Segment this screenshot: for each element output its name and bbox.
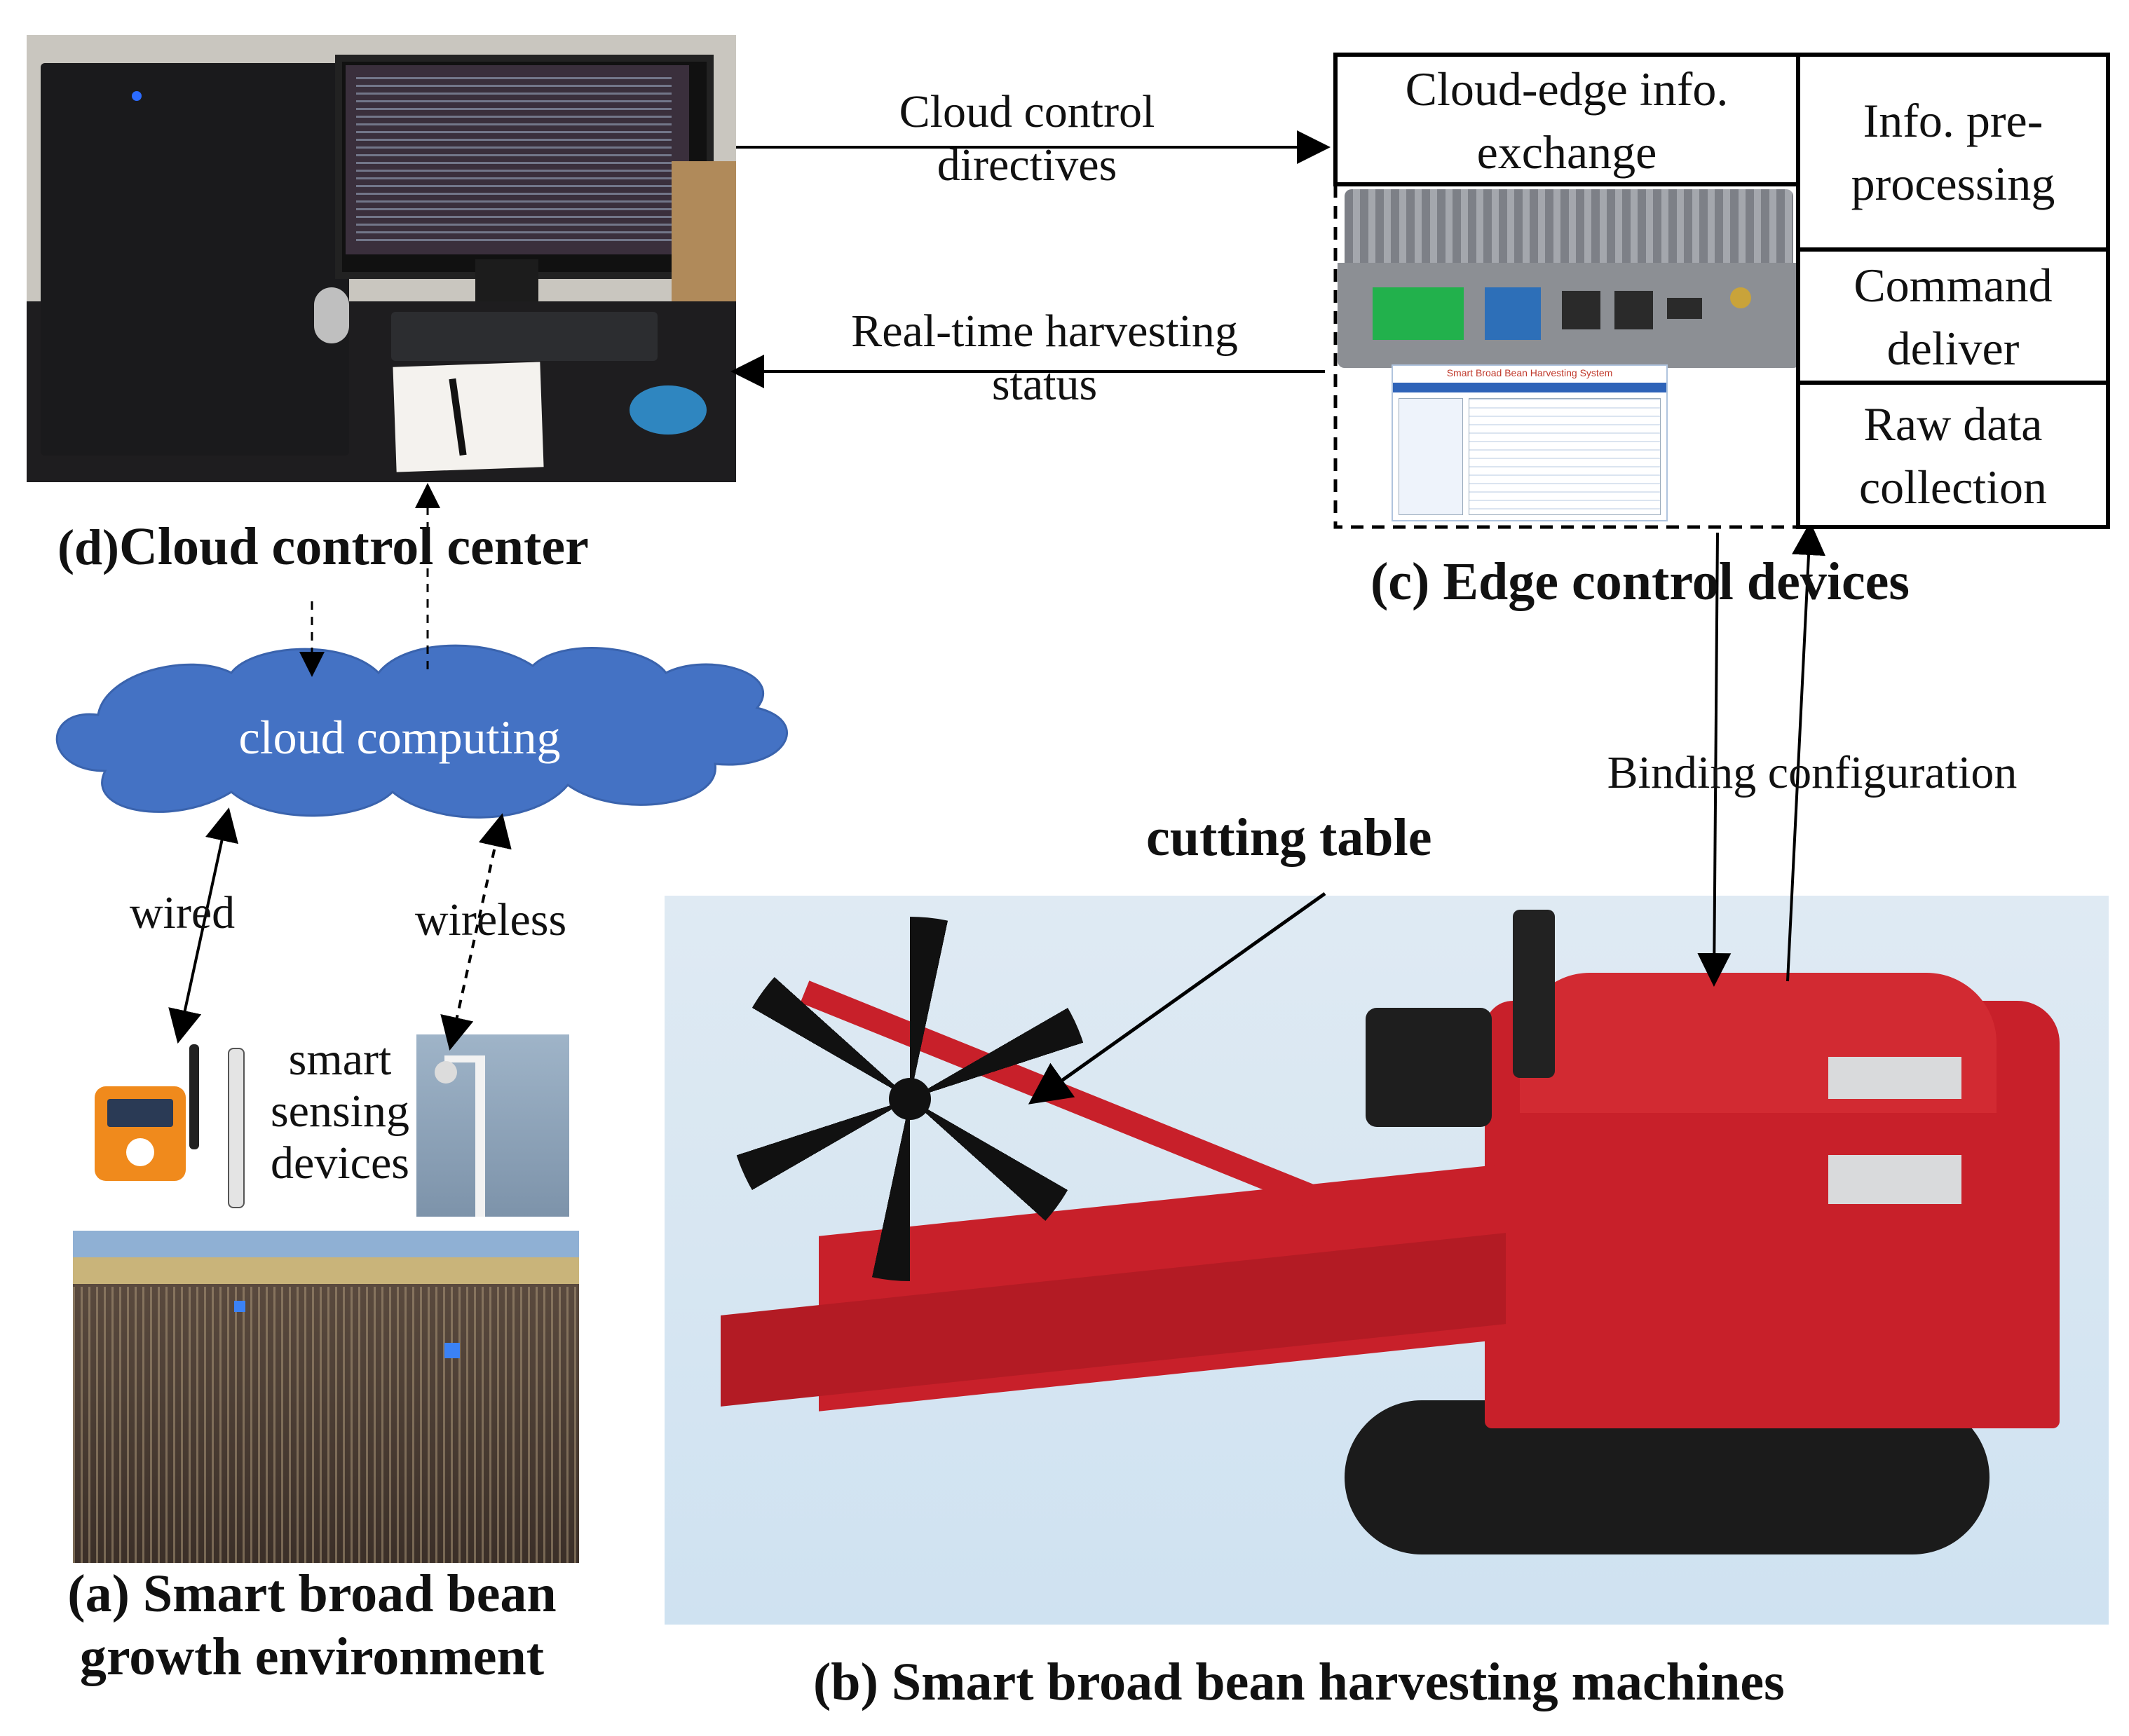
pc-tower [41, 63, 349, 456]
command-label: Command deliver [1798, 254, 2108, 381]
mouse [630, 385, 707, 435]
field-photo [73, 1231, 579, 1563]
lan-port-2 [1614, 291, 1653, 329]
keyboard [391, 312, 658, 361]
command-box [1796, 247, 2110, 385]
antenna-port [1730, 287, 1751, 308]
usb-ports [1485, 287, 1541, 340]
cloud-center-photo [27, 35, 736, 482]
preprocess-line1: Info. pre- [1863, 94, 2043, 147]
directives-label: Cloud control directives [799, 86, 1255, 192]
edge-dashed-box [1333, 182, 1800, 529]
edge-software-window: Smart Broad Bean Harvesting System [1392, 364, 1668, 521]
sensing-line3: devices [271, 1137, 409, 1189]
cloud-center-title: Cloud control center [119, 517, 589, 576]
directives-line1: Cloud control [899, 86, 1155, 137]
sensor-probe [228, 1048, 245, 1208]
camera-arm [444, 1055, 485, 1062]
raw-data-box [1796, 381, 2110, 529]
sensor-antenna [189, 1044, 199, 1149]
exchange-line2: exchange [1476, 125, 1657, 179]
pc-power-light [132, 91, 142, 101]
environment-line2: growth environment [79, 1627, 545, 1686]
binding-down-arrow [1697, 532, 1732, 987]
preprocess-box [1796, 53, 2110, 252]
preprocess-line2: processing [1851, 157, 2055, 211]
raw-line2: collection [1858, 460, 2048, 514]
cardboard-box [672, 161, 736, 301]
sensing-label: smart sensing devices [259, 1034, 421, 1189]
body-panel-2 [1828, 1155, 1961, 1204]
body-panel-1 [1828, 1057, 1961, 1099]
harvester-photo [665, 896, 2109, 1625]
field-marker-1 [234, 1301, 245, 1312]
exhaust-pipe [1513, 910, 1555, 1078]
raw-data-label: Raw data collection [1798, 392, 2108, 519]
binding-up-arrow [1786, 521, 1825, 982]
edge-software-sidebar [1399, 398, 1463, 515]
terminal-block [1373, 287, 1464, 340]
cloud-center-caption: (d)Cloud control center [57, 515, 589, 579]
cloud-shape [55, 644, 788, 819]
field-stalks [73, 1287, 579, 1563]
camera-dome [435, 1061, 457, 1084]
edge-software-content [1469, 398, 1661, 515]
wired-arrow [168, 807, 238, 1044]
sensor-device [95, 1086, 186, 1181]
cloud-label: cloud computing [238, 711, 561, 764]
sensor-screen [107, 1099, 173, 1127]
realtime-line1: Real-time harvesting [851, 306, 1238, 357]
realtime-line2: status [991, 358, 1098, 410]
sensor-button [126, 1138, 154, 1166]
command-line1: Command [1853, 259, 2053, 312]
edge-caption: (c) Edge control devices [1370, 552, 1910, 611]
field-marker-2 [444, 1343, 460, 1358]
preprocess-label: Info. pre- processing [1798, 89, 2108, 216]
exchange-label: Cloud-edge info. exchange [1335, 57, 1798, 184]
environment-line1: (a) Smart broad bean [67, 1564, 557, 1623]
camera-pole-photo [416, 1034, 569, 1217]
camera-pole [475, 1055, 485, 1217]
monitor-stand [475, 259, 538, 301]
environment-caption: (a) Smart broad bean growth environment [14, 1563, 610, 1688]
reel-hub [889, 1078, 931, 1120]
code-lines [356, 77, 672, 245]
sensing-line2: sensing [271, 1085, 409, 1137]
edge-software-title: Smart Broad Bean Harvesting System [1446, 367, 1613, 378]
sensing-line1: smart [288, 1034, 392, 1085]
exchange-box [1333, 53, 1800, 186]
cloud-center-prefix: (d) [57, 519, 119, 575]
edge-device-heatsink [1345, 189, 1793, 266]
cutting-table-pointer [1028, 891, 1326, 1105]
lan-port-1 [1562, 291, 1600, 329]
driver-seat [1366, 1008, 1492, 1127]
wireless-label: wireless [414, 894, 567, 945]
raw-line1: Raw data [1863, 397, 2043, 451]
command-line2: deliver [1886, 322, 2020, 376]
realtime-label: Real-time harvesting status [771, 305, 1318, 411]
wireless-arrow [440, 813, 512, 1051]
binding-label: Binding configuration [1607, 747, 2018, 798]
cutting-table-label: cutting table [1146, 808, 1432, 867]
edge-device-photo [1338, 189, 1800, 368]
hdmi-port [1667, 298, 1702, 319]
microphone [314, 287, 349, 343]
edge-software-navbar [1393, 383, 1666, 392]
wired-label: wired [129, 887, 236, 938]
harvester-caption: (b) Smart broad bean harvesting machines [813, 1653, 1785, 1711]
directives-line2: directives [937, 139, 1117, 191]
exchange-line1: Cloud-edge info. [1405, 62, 1729, 116]
